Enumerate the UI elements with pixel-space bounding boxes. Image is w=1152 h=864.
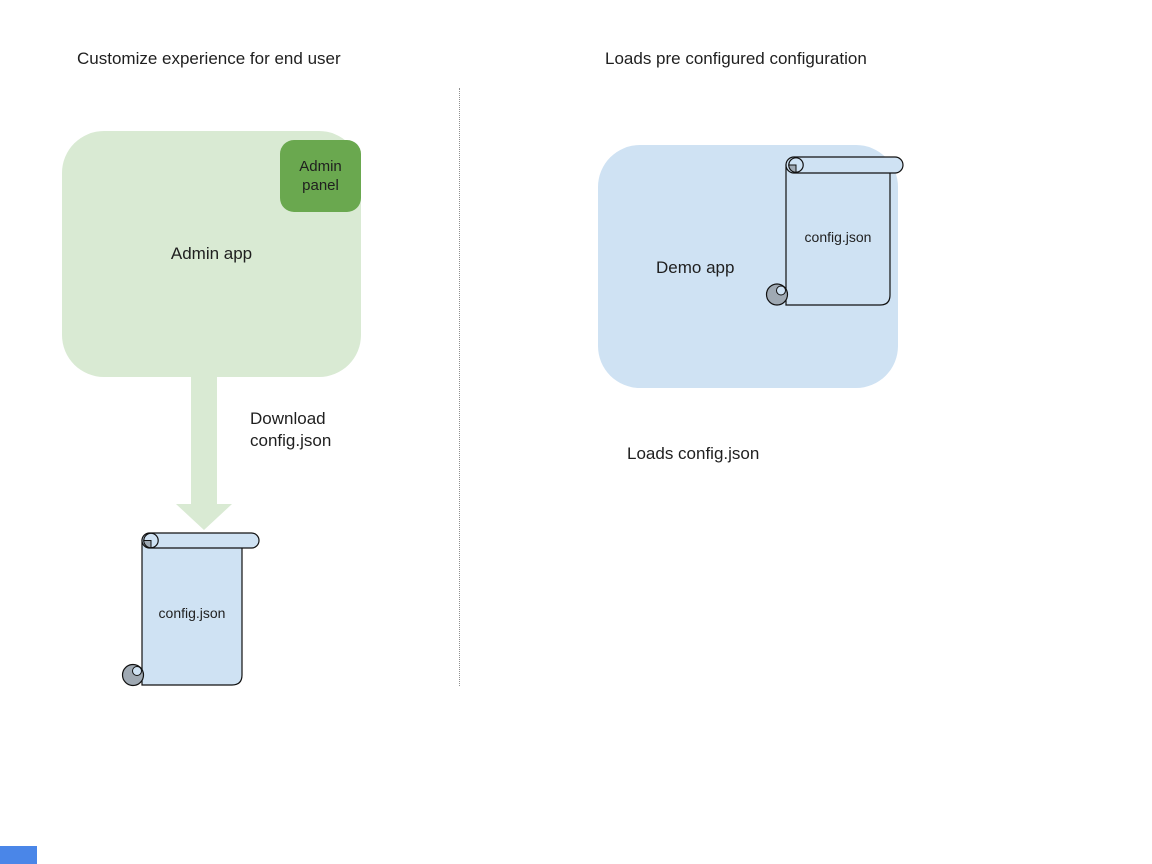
scroll-bottom-curl-spiral <box>776 285 786 296</box>
scroll-top-curl-spiral <box>788 164 797 173</box>
admin-app-box: Admin app Admin panel <box>62 131 361 377</box>
scroll-top-roll <box>141 532 260 549</box>
bottom-left-blue-rectangle <box>0 846 37 864</box>
download-config-label-line1: Download <box>250 409 326 428</box>
left-config-file-label: config.json <box>159 605 226 621</box>
download-arrow-icon <box>176 377 232 530</box>
scroll-top-curl-spiral <box>143 540 152 549</box>
demo-app-label: Demo app <box>656 258 735 277</box>
admin-app-label: Admin app <box>170 244 253 263</box>
right-config-file-label: config.json <box>805 229 872 245</box>
admin-panel-box: Admin panel <box>280 140 361 212</box>
loads-config-caption: Loads config.json <box>627 444 760 463</box>
right-section-heading: Loads pre configured configuration <box>605 49 867 68</box>
scroll-body <box>141 539 243 686</box>
config-file-scroll-icon: config.json <box>121 532 260 687</box>
scroll-top-roll <box>785 156 904 174</box>
download-config-label-line2: config.json <box>250 431 332 450</box>
scroll-bottom-curl-spiral <box>132 666 142 676</box>
left-section-heading: Customize experience for end user <box>77 49 341 68</box>
section-divider <box>459 88 460 686</box>
download-config-label: Download config.json <box>250 408 331 452</box>
config-file-scroll-icon: config.json <box>765 156 904 306</box>
admin-panel-label: Admin panel <box>299 158 342 194</box>
download-arrow-shape <box>176 377 232 530</box>
scroll-body <box>785 164 891 306</box>
